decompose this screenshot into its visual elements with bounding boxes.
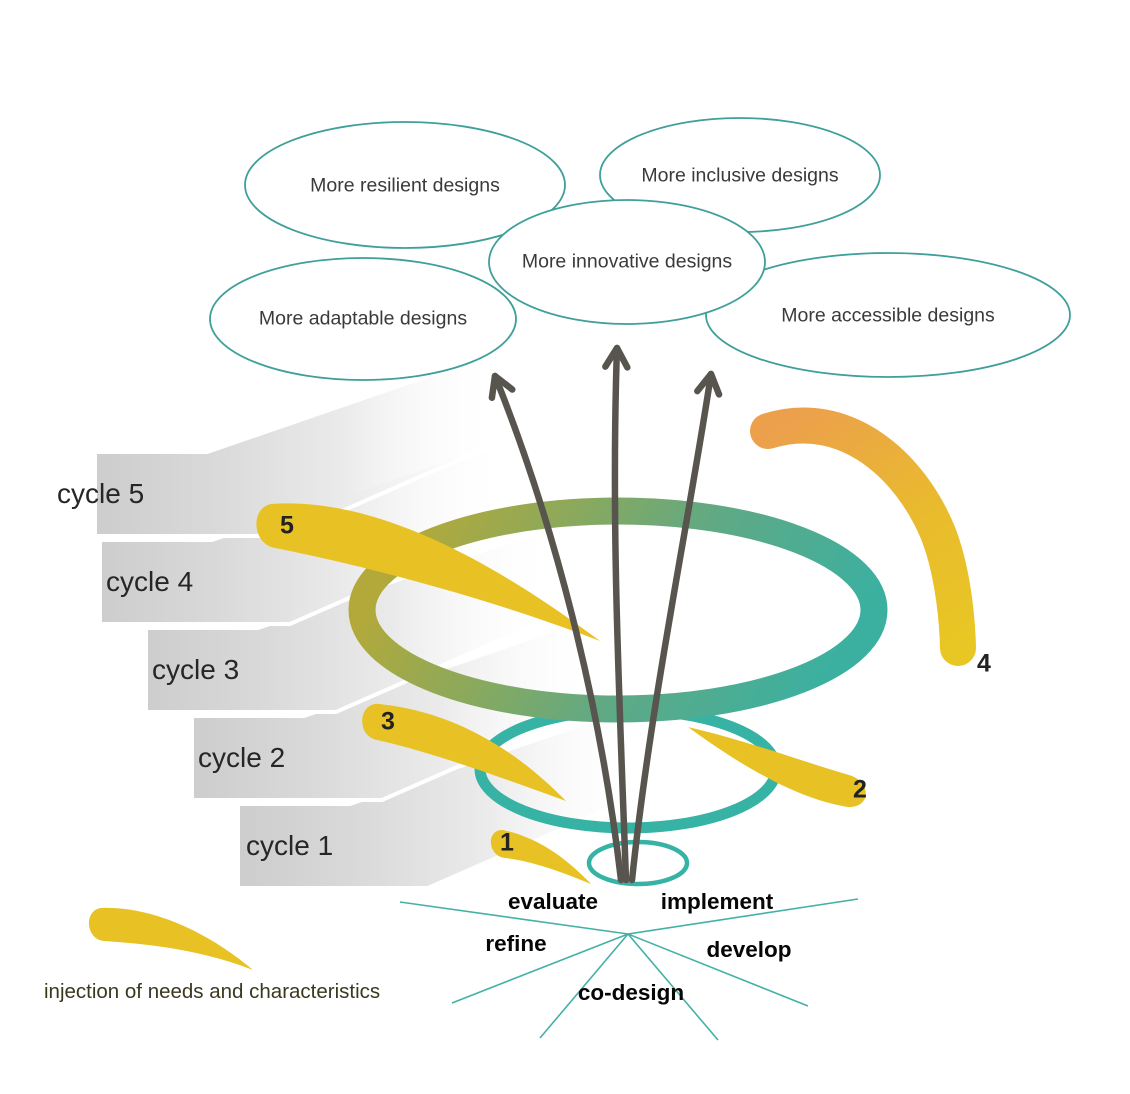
- injection-number-2: 2: [853, 775, 867, 804]
- injection-swooshes: [256, 407, 976, 884]
- outcome-label-inclusive: More inclusive designs: [641, 164, 839, 187]
- cycle-label-4: cycle 4: [106, 566, 194, 597]
- process-label-develop: develop: [706, 937, 792, 962]
- injection-number-4: 4: [977, 649, 991, 678]
- spoke-upper-left: [399, 901, 629, 935]
- outcome-label-resilient: More resilient designs: [310, 174, 500, 197]
- spoke-lower-right: [627, 933, 809, 1007]
- outcome-arrows: [488, 344, 723, 884]
- cycle-label-5: cycle 5: [57, 478, 145, 509]
- spoke-lower-left: [451, 933, 629, 1004]
- process-label-refine: refine: [485, 931, 547, 956]
- injection-swoosh-3: [362, 703, 566, 801]
- cycle-label-2: cycle 2: [198, 742, 286, 773]
- bubble-resilient: [244, 121, 566, 249]
- spoke-bottom-left: [539, 933, 629, 1039]
- outcome-label-adaptable: More adaptable designs: [258, 307, 468, 330]
- spoke-bottom-right: [627, 933, 719, 1041]
- injection-swoosh-2: [688, 727, 866, 808]
- band-cycle-2: [190, 595, 696, 802]
- bubble-accessible: [705, 252, 1071, 378]
- cycle-label-1: cycle 1: [246, 830, 334, 861]
- spoke-upper-right: [627, 898, 859, 935]
- injection-swoosh-1: [490, 829, 591, 884]
- cycle-label-3: cycle 3: [152, 654, 240, 685]
- injection-number-3: 3: [381, 707, 395, 736]
- outcome-label-innovative: More innovative designs: [521, 250, 733, 273]
- bubble-adaptable: [209, 257, 517, 381]
- process-label-co-design: co-design: [577, 980, 685, 1005]
- band-cycle-5: [93, 331, 599, 538]
- band-cycle-3: [144, 507, 650, 714]
- bubble-innovative: [488, 199, 766, 325]
- injection-swoosh-5: [256, 503, 600, 641]
- injection-number-1: 1: [500, 828, 514, 857]
- outcome-label-accessible: More accessible designs: [781, 304, 995, 327]
- arrow-right: [628, 370, 723, 884]
- injection-swoosh-4: [750, 407, 976, 666]
- arrow-middle: [602, 344, 631, 884]
- legend-label: injection of needs and characteristics: [44, 980, 381, 1003]
- process-label-evaluate: evaluate: [507, 889, 599, 914]
- legend-swoosh-icon: [88, 907, 253, 970]
- arrow-left: [488, 372, 625, 884]
- process-spokes: [399, 898, 859, 1041]
- process-label-implement: implement: [660, 889, 774, 914]
- outcome-bubbles: [209, 117, 1071, 381]
- injection-number-5: 5: [280, 511, 294, 540]
